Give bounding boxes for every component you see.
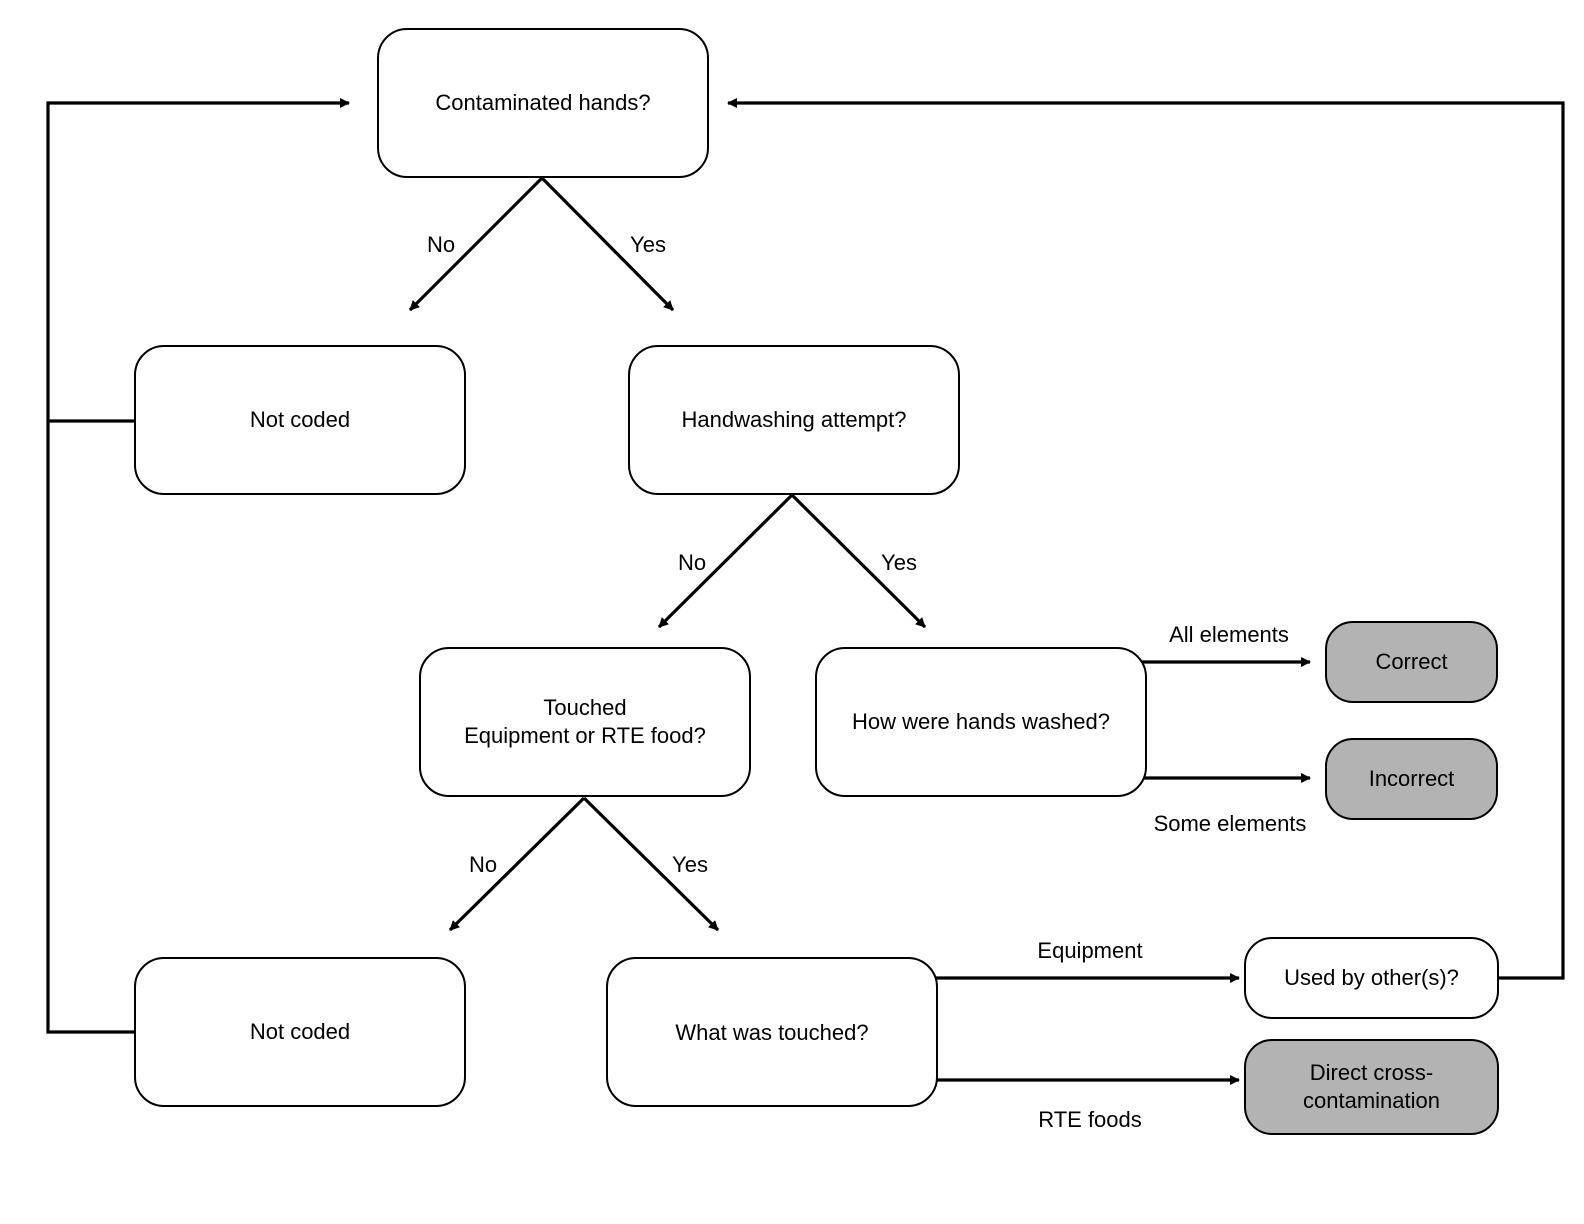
- edge-label-q2-yes: Yes: [881, 550, 917, 575]
- edge-label-q2-no: No: [677, 550, 707, 575]
- edge-loop-left: [46, 98, 350, 1034]
- how-washed-node: How were hands washed?: [815, 647, 1147, 797]
- edge-q1-yes: [540, 176, 675, 312]
- edge-label-q1-yes: Yes: [630, 232, 666, 257]
- direct-cross-contamination-node: Direct cross- contamination: [1244, 1039, 1499, 1135]
- edge-label-rte-foods: RTE foods: [1038, 1107, 1142, 1132]
- incorrect-node: Incorrect: [1325, 738, 1498, 820]
- edge-label-q3-no: No: [468, 852, 498, 877]
- edge-q1-no: [408, 176, 544, 312]
- edge-q3-yes: [582, 796, 720, 932]
- edge-loop-right: [727, 98, 1565, 980]
- edge-q2-yes: [790, 493, 927, 629]
- contaminated-hands-node: Contaminated hands?: [377, 28, 709, 178]
- edge-label-equipment: Equipment: [1037, 938, 1143, 963]
- edge-label-some-elements: Some elements: [1153, 811, 1307, 836]
- what-touched-node: What was touched?: [606, 957, 938, 1107]
- used-by-others-node: Used by other(s)?: [1244, 937, 1499, 1019]
- edge-label-q3-yes: Yes: [672, 852, 708, 877]
- not-coded-node-2: Not coded: [134, 957, 466, 1107]
- touched-equipment-node: Touched Equipment or RTE food?: [419, 647, 751, 797]
- not-coded-node-1: Not coded: [134, 345, 466, 495]
- handwashing-attempt-node: Handwashing attempt?: [628, 345, 960, 495]
- edge-q3-no: [448, 796, 586, 932]
- edge-label-q1-no: No: [426, 232, 456, 257]
- edge-q2-no: [657, 493, 794, 629]
- edge-label-all-elements: All elements: [1169, 622, 1289, 647]
- correct-node: Correct: [1325, 621, 1498, 703]
